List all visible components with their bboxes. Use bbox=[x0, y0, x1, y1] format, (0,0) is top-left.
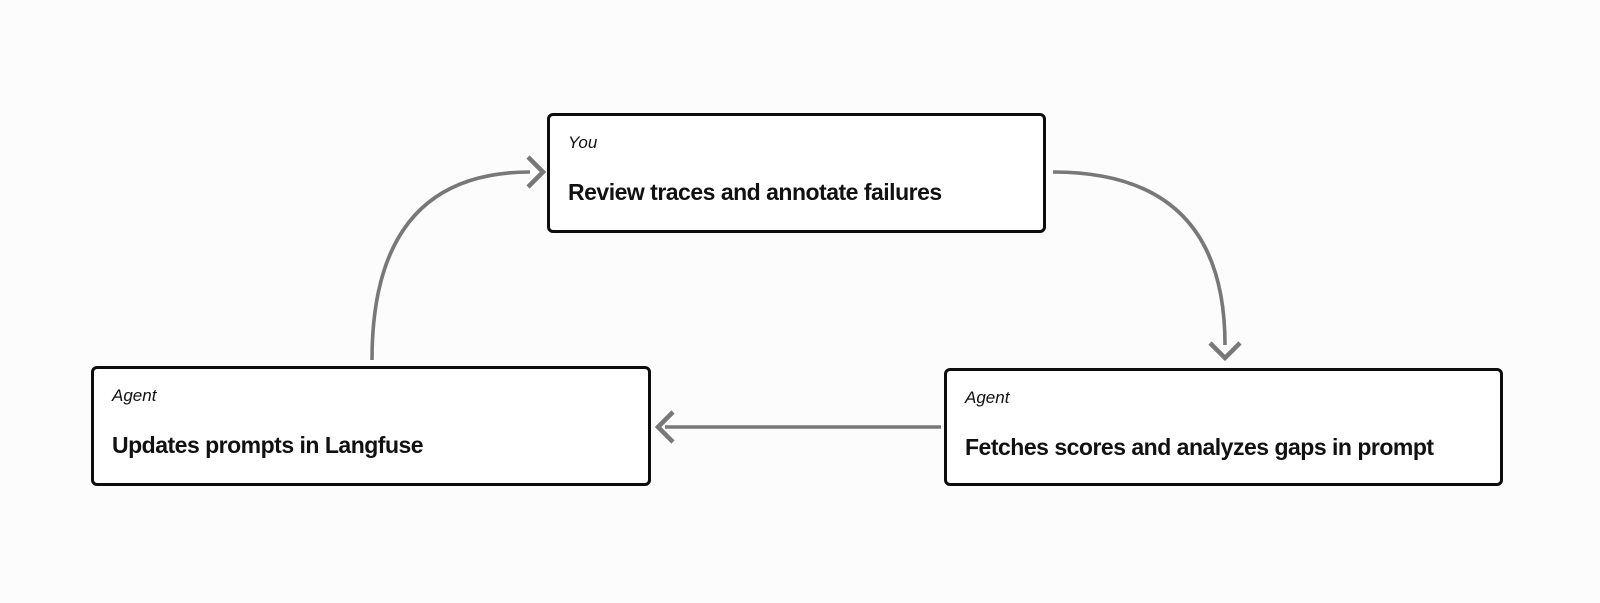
node-action-text: Review traces and annotate failures bbox=[568, 179, 942, 205]
node-actor-label: Agent bbox=[112, 386, 157, 405]
arrow-update-to-review-line bbox=[370, 170, 531, 361]
arrow-review-to-fetch-line bbox=[1052, 170, 1227, 346]
arrow-right-head-icon bbox=[526, 155, 547, 189]
node-agent-fetch: Agent Fetches scores and analyzes gaps i… bbox=[944, 368, 1503, 486]
node-actor-label: You bbox=[568, 133, 598, 152]
arrow-down-head-icon bbox=[1208, 341, 1242, 362]
arrow-update-to-review bbox=[370, 155, 547, 361]
arrow-fetch-to-update bbox=[654, 410, 941, 444]
node-action-text: Updates prompts in Langfuse bbox=[112, 432, 424, 458]
arrow-left-head-icon bbox=[654, 410, 675, 444]
node-action-text: Fetches scores and analyzes gaps in prom… bbox=[965, 434, 1434, 460]
node-actor-label: Agent bbox=[965, 388, 1010, 407]
arrow-review-to-fetch bbox=[1052, 170, 1242, 362]
node-you-review: You Review traces and annotate failures bbox=[547, 113, 1046, 233]
node-agent-update: Agent Updates prompts in Langfuse bbox=[91, 366, 651, 486]
